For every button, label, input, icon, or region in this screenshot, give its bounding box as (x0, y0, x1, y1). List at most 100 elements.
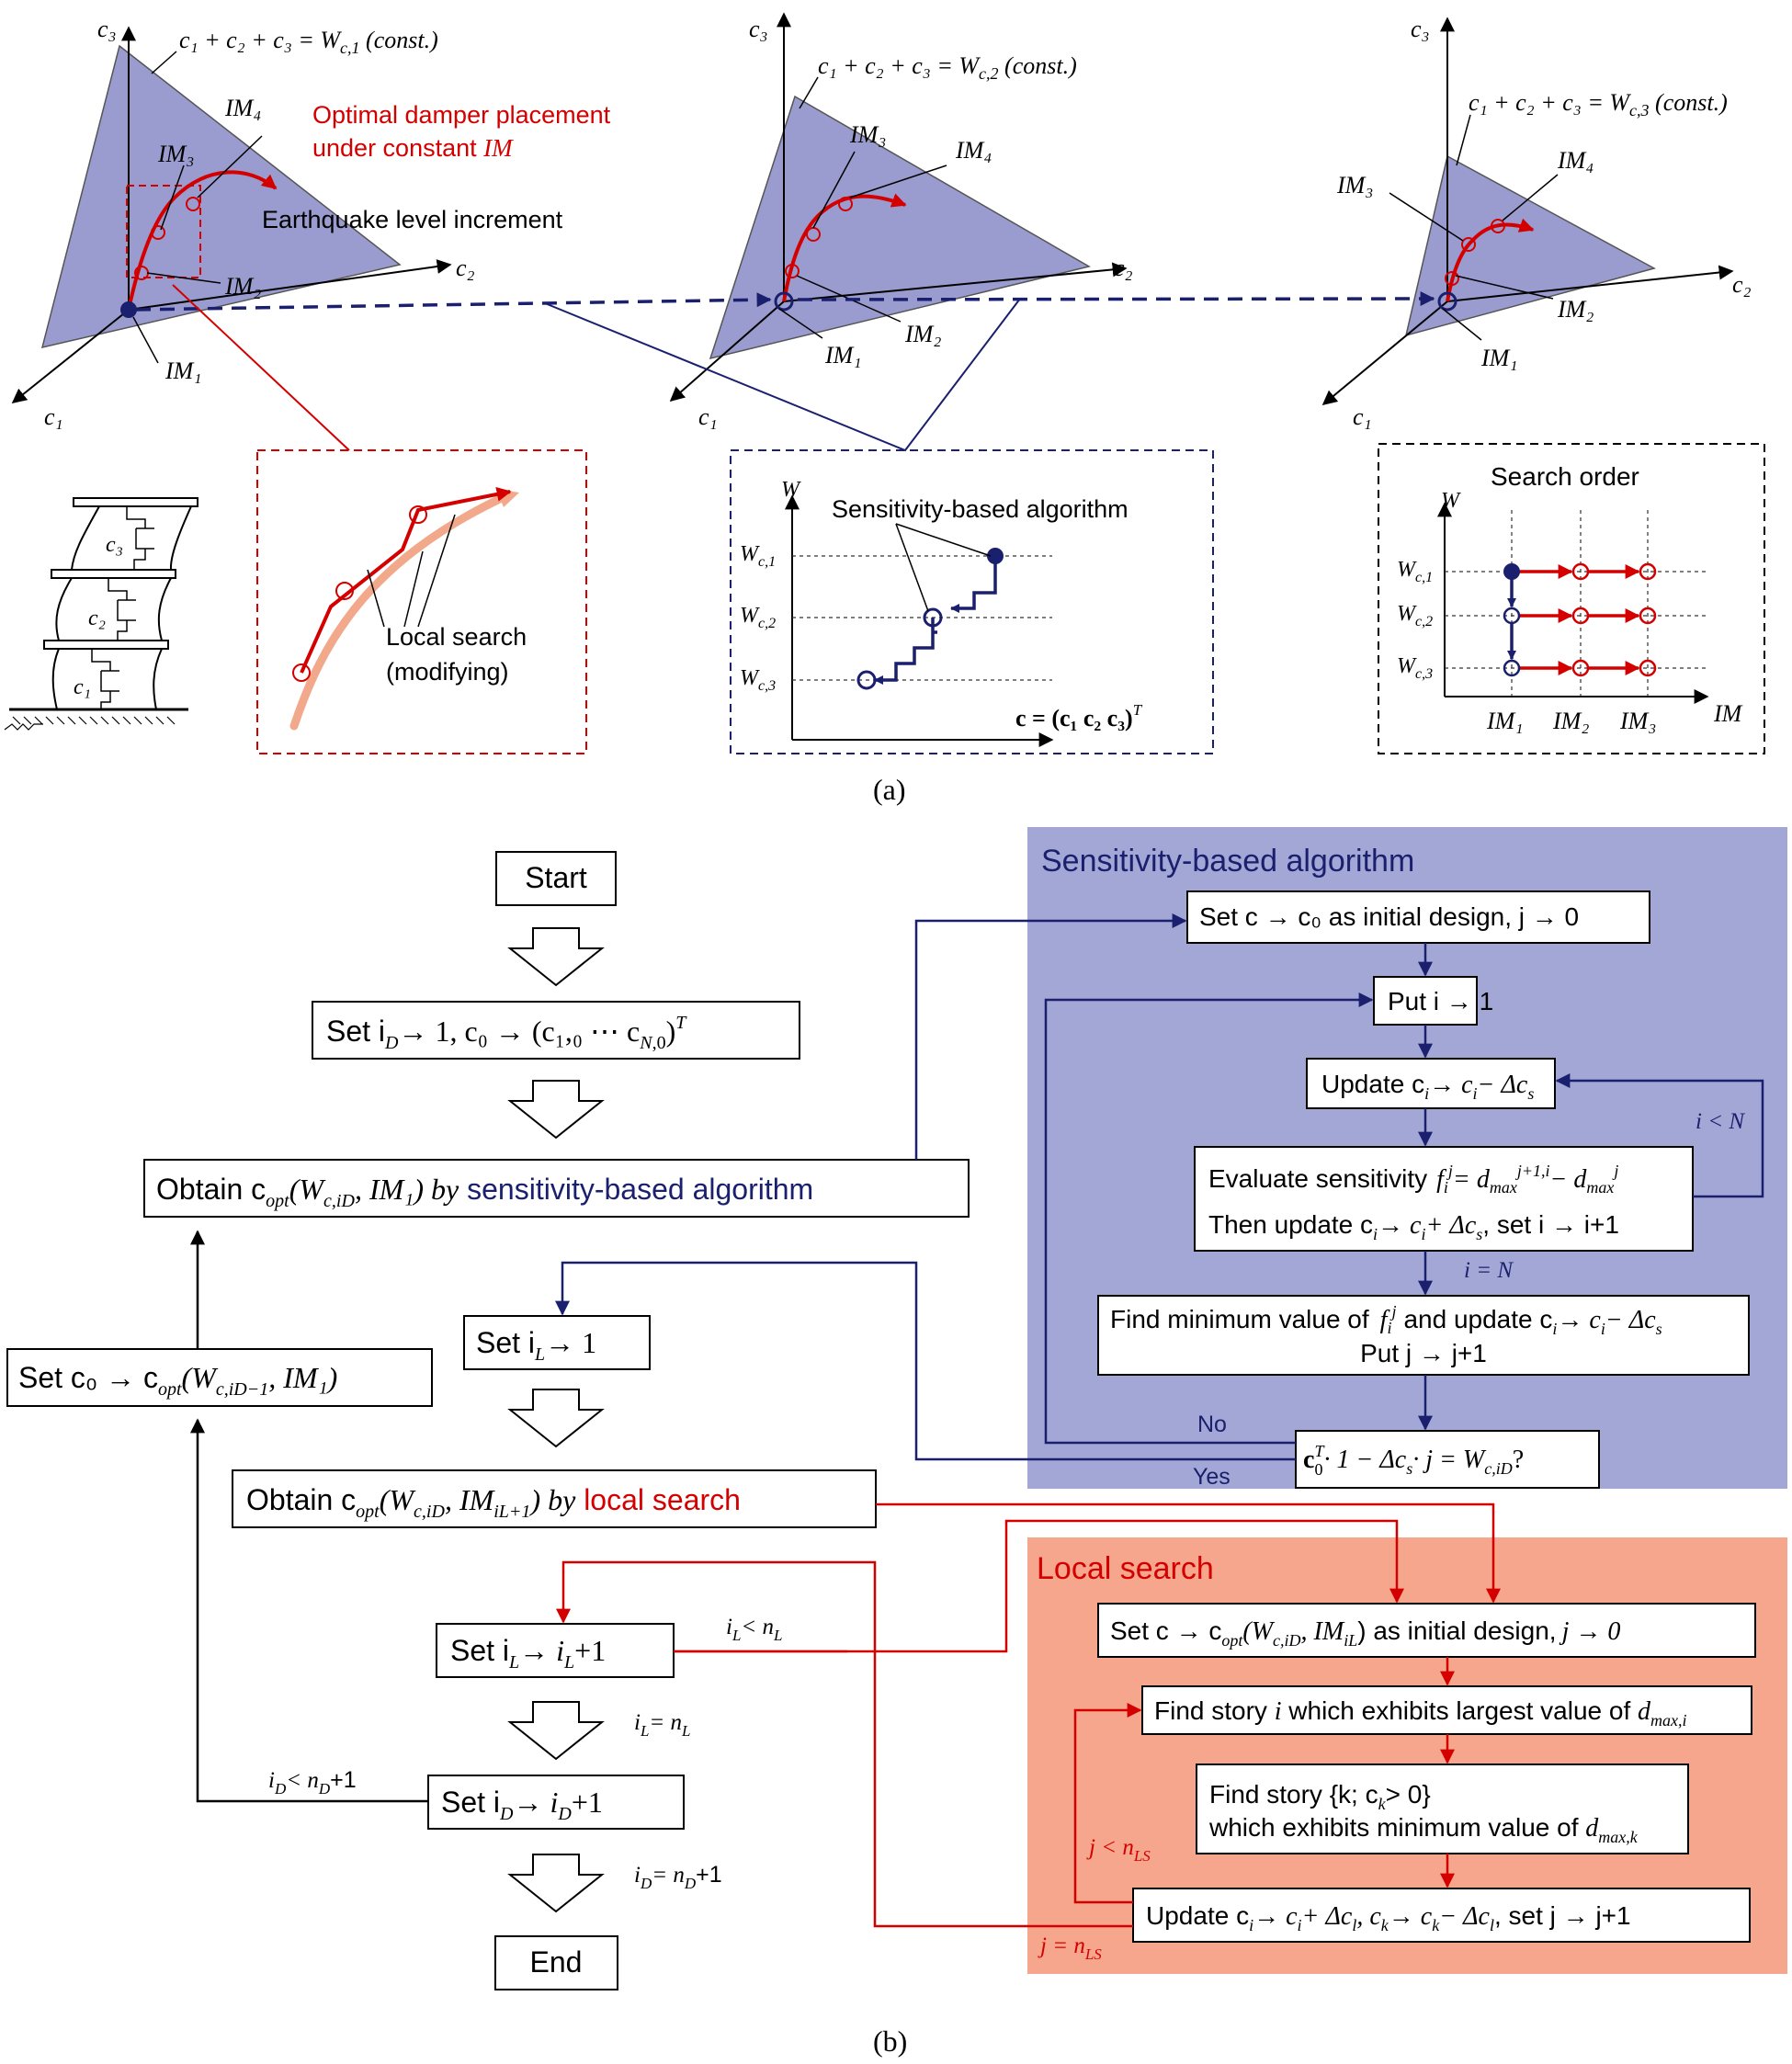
start-label: Start (525, 861, 587, 894)
im-axis-label: IM (1713, 700, 1743, 727)
simplex-plot-1: c₃ c₂ c₁ c₁ + c₂ + c₃ = Wc,1 (const.) IM… (11, 16, 611, 430)
set-il-label: Set iL→ 1 (476, 1326, 596, 1365)
panel-b-label: (b) (873, 2024, 907, 2058)
w-c2-label: Wc,2 (740, 604, 776, 631)
end-box (494, 1935, 618, 1990)
sensitivity-mini-title: Sensitivity-based algorithm (832, 495, 1129, 523)
sens-step-check (1295, 1430, 1600, 1489)
axis-c2-label: c₂ (456, 255, 475, 281)
local-loop-label: j < nLS (1086, 1835, 1151, 1865)
local-search-label: Local search (386, 623, 527, 651)
search-order-title: Search order (1491, 462, 1639, 491)
im3-tick: IM₃ (1619, 708, 1656, 734)
local-step-find-largest-label: Find story i which exhibits largest valu… (1154, 1696, 1687, 1729)
set-il-increment-label: Set iL→ iL+1 (450, 1634, 606, 1673)
set-init-label: Set iD→ 1, c₀ → (c₁,₀ ⋯ cN,0)T (326, 1013, 687, 1053)
local-arrows (674, 1503, 1501, 1928)
im4-label: IM₄ (224, 95, 261, 121)
sens-arrows (555, 913, 1764, 1461)
im4-label: IM₄ (1557, 147, 1594, 174)
axis-c3-label: c₃ (749, 16, 768, 42)
w-c1-label: Wc,1 (1397, 558, 1433, 585)
axis-c1-label: c₁ (698, 403, 718, 430)
local-step-find-largest (1141, 1685, 1752, 1735)
cond-id-eq: iD= nD+1 (634, 1862, 722, 1892)
obtain-sensitivity-box (143, 1159, 970, 1218)
sens-step-update (1306, 1058, 1556, 1109)
axis-c1-label: c₁ (44, 403, 63, 430)
optimal-placement-label-2: under constant IM (312, 134, 514, 162)
im2-label: IM₂ (904, 321, 941, 347)
obtain-local-label: Obtain copt(Wc,iD, IMiL+1) by local sear… (246, 1483, 741, 1522)
local-search-panel-title: Local search (1037, 1551, 1214, 1586)
constraint-plane-3 (1404, 154, 1657, 337)
search-order-box: Search order W IM Wc,1 Wc,2 Wc,3 IM₁ IM₂… (1378, 443, 1765, 754)
sens-step-put-i-label: Put i → 1 (1388, 987, 1493, 1015)
obtain-local-box (232, 1469, 877, 1528)
vector-label: c = (c₁ c₂ c₃)T (1015, 701, 1143, 731)
local-step-find-min-label: Find story {k; ck> 0} (1209, 1780, 1431, 1813)
sens-step-check-label: c0T· 1 − Δcs· j = Wc,iD? (1303, 1442, 1524, 1479)
simplex-plot-2: c₃ c₂ c₁ c₁ + c₂ + c₃ = Wc,2 (const.) IM… (669, 12, 1133, 430)
story-3-label: c₃ (106, 533, 123, 557)
yes-label: Yes (1193, 1464, 1231, 1490)
axis-c1-label: c₁ (1353, 403, 1372, 430)
cond-id-lt: iD< nD+1 (268, 1767, 357, 1797)
end-label: End (530, 1945, 583, 1979)
im3-label: IM₃ (1336, 172, 1373, 198)
im4-label: IM₄ (955, 137, 992, 164)
sens-step-put-j-label: Put j → j+1 (1360, 1339, 1487, 1367)
sens-step-evaluate (1194, 1146, 1694, 1252)
local-step-update (1132, 1888, 1751, 1943)
building-sketch (4, 497, 198, 731)
sensitivity-mini-box: W Wc,1 Wc,2 Wc,3 Sensitivity-based algor… (730, 449, 1214, 754)
constraint-label-2: c₁ + c₂ + c₃ = Wc,2 (const.) (818, 52, 1077, 83)
panel-a-label: (a) (873, 773, 906, 806)
earthquake-increment-label: Earthquake level increment (262, 206, 563, 233)
axis-c3-label: c₃ (1411, 16, 1430, 42)
axis-c2-label: c₂ (1114, 255, 1133, 281)
im2-tick: IM₂ (1552, 708, 1589, 734)
w-c3-label: Wc,3 (1397, 654, 1433, 682)
constraint-plane-2 (709, 95, 1091, 360)
sens-step-put-i (1373, 976, 1478, 1026)
constraint-plane-1 (40, 44, 402, 349)
axis-c2-label: c₂ (1732, 271, 1752, 298)
local-step-initial (1097, 1603, 1756, 1658)
set-il-increment-box (436, 1623, 675, 1678)
cond-il-lt: iL< nL (726, 1615, 783, 1644)
im3-label: IM₃ (157, 141, 194, 167)
local-step-update-label: Update ci→ ci+ Δcl, ck→ ck− Δcl, set j →… (1146, 1901, 1631, 1934)
im1-label: IM₁ (824, 342, 861, 369)
local-search-zoom-box: Local search (modifying) (256, 449, 587, 754)
w-axis-label: W (781, 478, 801, 502)
zoom-box (126, 185, 201, 278)
w-c3-label: Wc,3 (740, 666, 776, 694)
im3-label: IM₃ (849, 121, 886, 148)
modifying-label: (modifying) (386, 658, 509, 686)
im2-label: IM₂ (224, 273, 261, 300)
story-2-label: c₂ (88, 607, 106, 630)
im1-label: IM₁ (164, 357, 201, 384)
story-1-label: c₁ (74, 675, 91, 699)
sensitivity-panel-title: Sensitivity-based algorithm (1041, 844, 1414, 879)
im2-label: IM₂ (1557, 296, 1594, 323)
local-exit-label: j = nLS (1038, 1934, 1102, 1963)
flow-block-arrows (507, 927, 605, 1913)
axis-c3-label: c₃ (97, 16, 117, 42)
cond-il-eq: iL= nL (634, 1710, 691, 1740)
optimal-placement-label: Optimal damper placement (312, 101, 611, 129)
sens-loop-label: i < N (1696, 1109, 1745, 1134)
set-c0-label: Set c₀ → copt(Wc,iD−1, IM₁) (18, 1361, 337, 1400)
sens-step-initial (1186, 890, 1650, 944)
level-connector-2 (797, 291, 1435, 307)
set-init-box (312, 1001, 800, 1060)
local-step-find-min (1196, 1763, 1689, 1854)
level-connector-1 (135, 292, 772, 312)
im1-point (120, 301, 137, 318)
w-axis-label: W (1441, 489, 1461, 513)
set-il-box (463, 1315, 651, 1370)
start-box (495, 851, 617, 906)
